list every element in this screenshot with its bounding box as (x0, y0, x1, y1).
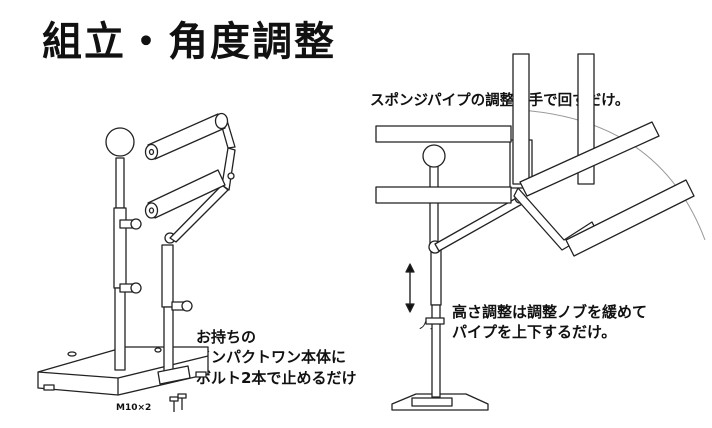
caption-mounting: お持ちの インパクトワン本体に ボルト2本で止めるだけ (196, 327, 356, 388)
right-sponge-pipe-vertical-left (512, 53, 530, 185)
caption-mounting-line-3: ボルト2本で止めるだけ (196, 368, 357, 387)
left-sponge-pipe-lower (144, 169, 226, 219)
caption-mounting-line-2: インパクトワン本体に (196, 348, 347, 367)
caption-height-line-2: パイプを上下するだけ。 (452, 323, 617, 342)
knob-label: ノブ (418, 321, 438, 332)
right-sponge-pipe-diagonal-lower (565, 179, 695, 257)
right-center-pole (422, 144, 446, 398)
right-sponge-pipe-diagonal-upper (519, 121, 660, 197)
caption-height-line-1: 高さ調整は調整ノブを緩めて (452, 303, 648, 321)
left-center-pole (105, 127, 142, 371)
right-height-arrow (405, 263, 415, 313)
bolt-size-label: M10×2 (116, 403, 152, 413)
caption-sponge-pipe: スポンジパイプの調整は手で回すだけ。 (370, 93, 630, 109)
left-sponge-pipe-upper (144, 112, 229, 161)
right-sponge-pipe-horizontal-lower (375, 186, 512, 204)
page-title: 組立・角度調整 (42, 19, 336, 65)
right-base-stand (391, 393, 489, 411)
caption-mounting-line-1: お持ちの (196, 328, 257, 346)
right-sponge-pipe-horizontal-upper (375, 125, 512, 143)
left-pipe-arm (157, 116, 236, 412)
caption-height-adjust: 高さ調整は調整ノブを緩めて パイプを上下するだけ。 (452, 302, 647, 343)
right-rotation-arc (519, 109, 706, 241)
